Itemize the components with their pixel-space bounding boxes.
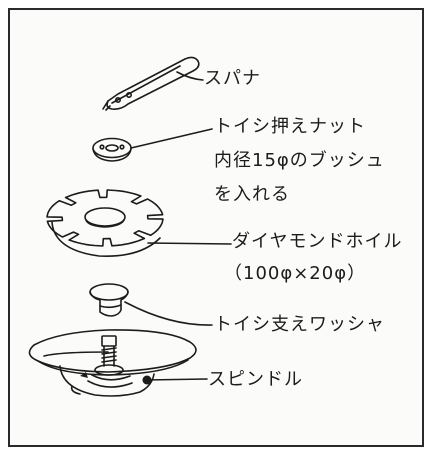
diagram-frame	[8, 8, 424, 447]
spanner-drawing	[102, 56, 200, 111]
label-diamond-wheel-size: （100φ×20φ）	[224, 263, 367, 284]
label-clamp-nut: トイシ押えナット	[214, 116, 366, 137]
spindle-assembly-drawing	[28, 329, 197, 397]
label-clamp-nut-note: 内径15φのブッシュ	[214, 150, 385, 171]
label-diamond-wheel: ダイヤモンドホイル	[232, 231, 403, 252]
label-spindle: スピンドル	[208, 369, 303, 390]
label-support-washer: トイシ支えワッシャ	[214, 314, 385, 335]
leader-lines	[124, 71, 232, 381]
diamond-wheel-drawing	[46, 189, 164, 257]
label-clamp-nut-note-2: を入れる	[214, 184, 290, 205]
support-washer-drawing	[89, 283, 129, 317]
label-spanner: スパナ	[204, 68, 261, 89]
cover-screw-mark	[80, 372, 88, 378]
clamp-nut-drawing	[92, 137, 132, 162]
spindle-marker-dot	[142, 375, 152, 385]
